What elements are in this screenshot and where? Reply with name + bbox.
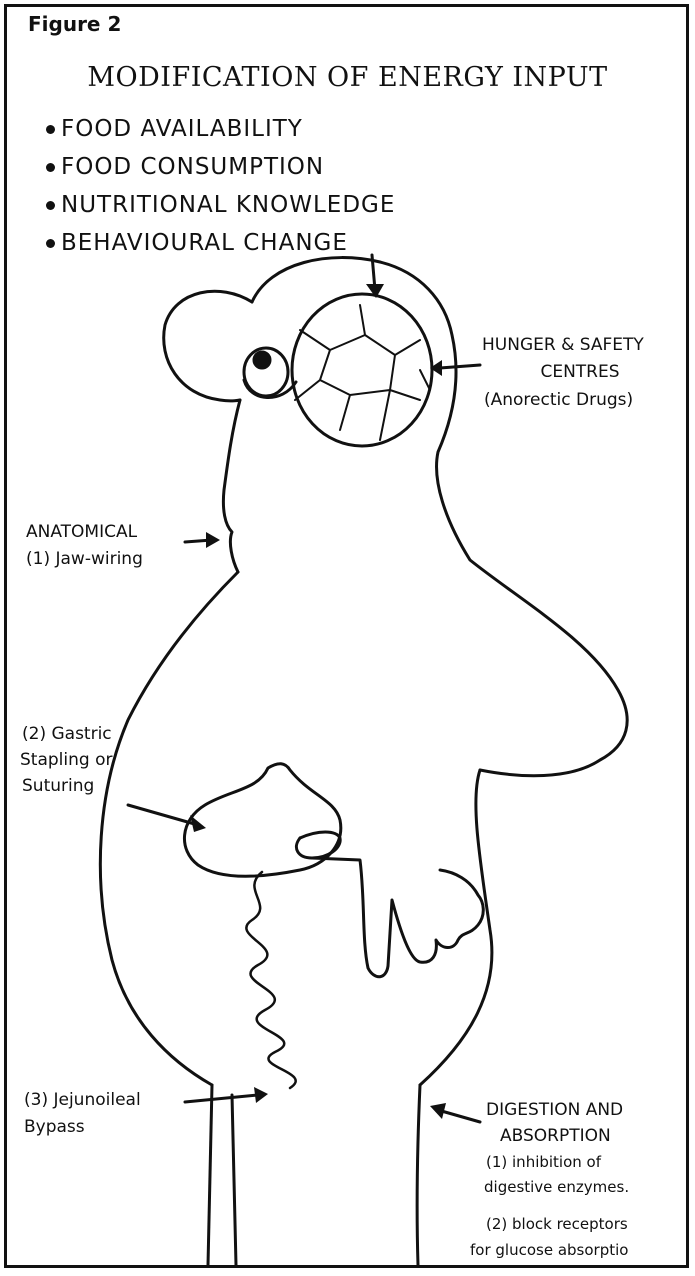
thumb [300,832,340,858]
intestine [246,872,295,1088]
digestion-label-line4: digestive enzymes. [484,1175,629,1199]
hunger-label-line2: CENTRES [500,360,660,384]
arrow-heads [190,284,446,1119]
anatomical-label-line2: (1) Jaw-wiring [26,547,143,571]
brain-fissures [295,305,430,440]
pupil [254,352,270,368]
jejunoileal-label-line2: Bypass [24,1115,85,1139]
gastric-label-line1: (2) Gastric [22,722,112,746]
gastric-label-line2: Stapling or [20,748,112,772]
gastric-label-line3: Suturing [22,774,94,798]
nose-outline [164,291,252,401]
back-outline [100,572,238,1085]
digestion-label-line1: DIGESTION AND [486,1098,623,1122]
face-outline [223,400,240,572]
anatomical-label-line1: ANATOMICAL [26,520,137,544]
hunger-label-line3: (Anorectic Drugs) [484,388,633,412]
hunger-label-line1: HUNGER & SAFETY [482,333,644,357]
digestion-label-line2: ABSORPTION [500,1124,611,1148]
digestion-label-line5: (2) block receptors [486,1212,628,1236]
right-leg-outer [417,1085,420,1265]
digestion-label-line3: (1) inhibition of [486,1150,601,1174]
jejunoileal-label-line1: (3) Jejunoileal [24,1088,141,1112]
front-outline [420,770,492,1085]
left-leg [208,1085,212,1265]
hand-outline [296,838,483,977]
inner-leg [232,1095,236,1265]
digestion-label-line6: for glucose absorptio [470,1238,628,1262]
